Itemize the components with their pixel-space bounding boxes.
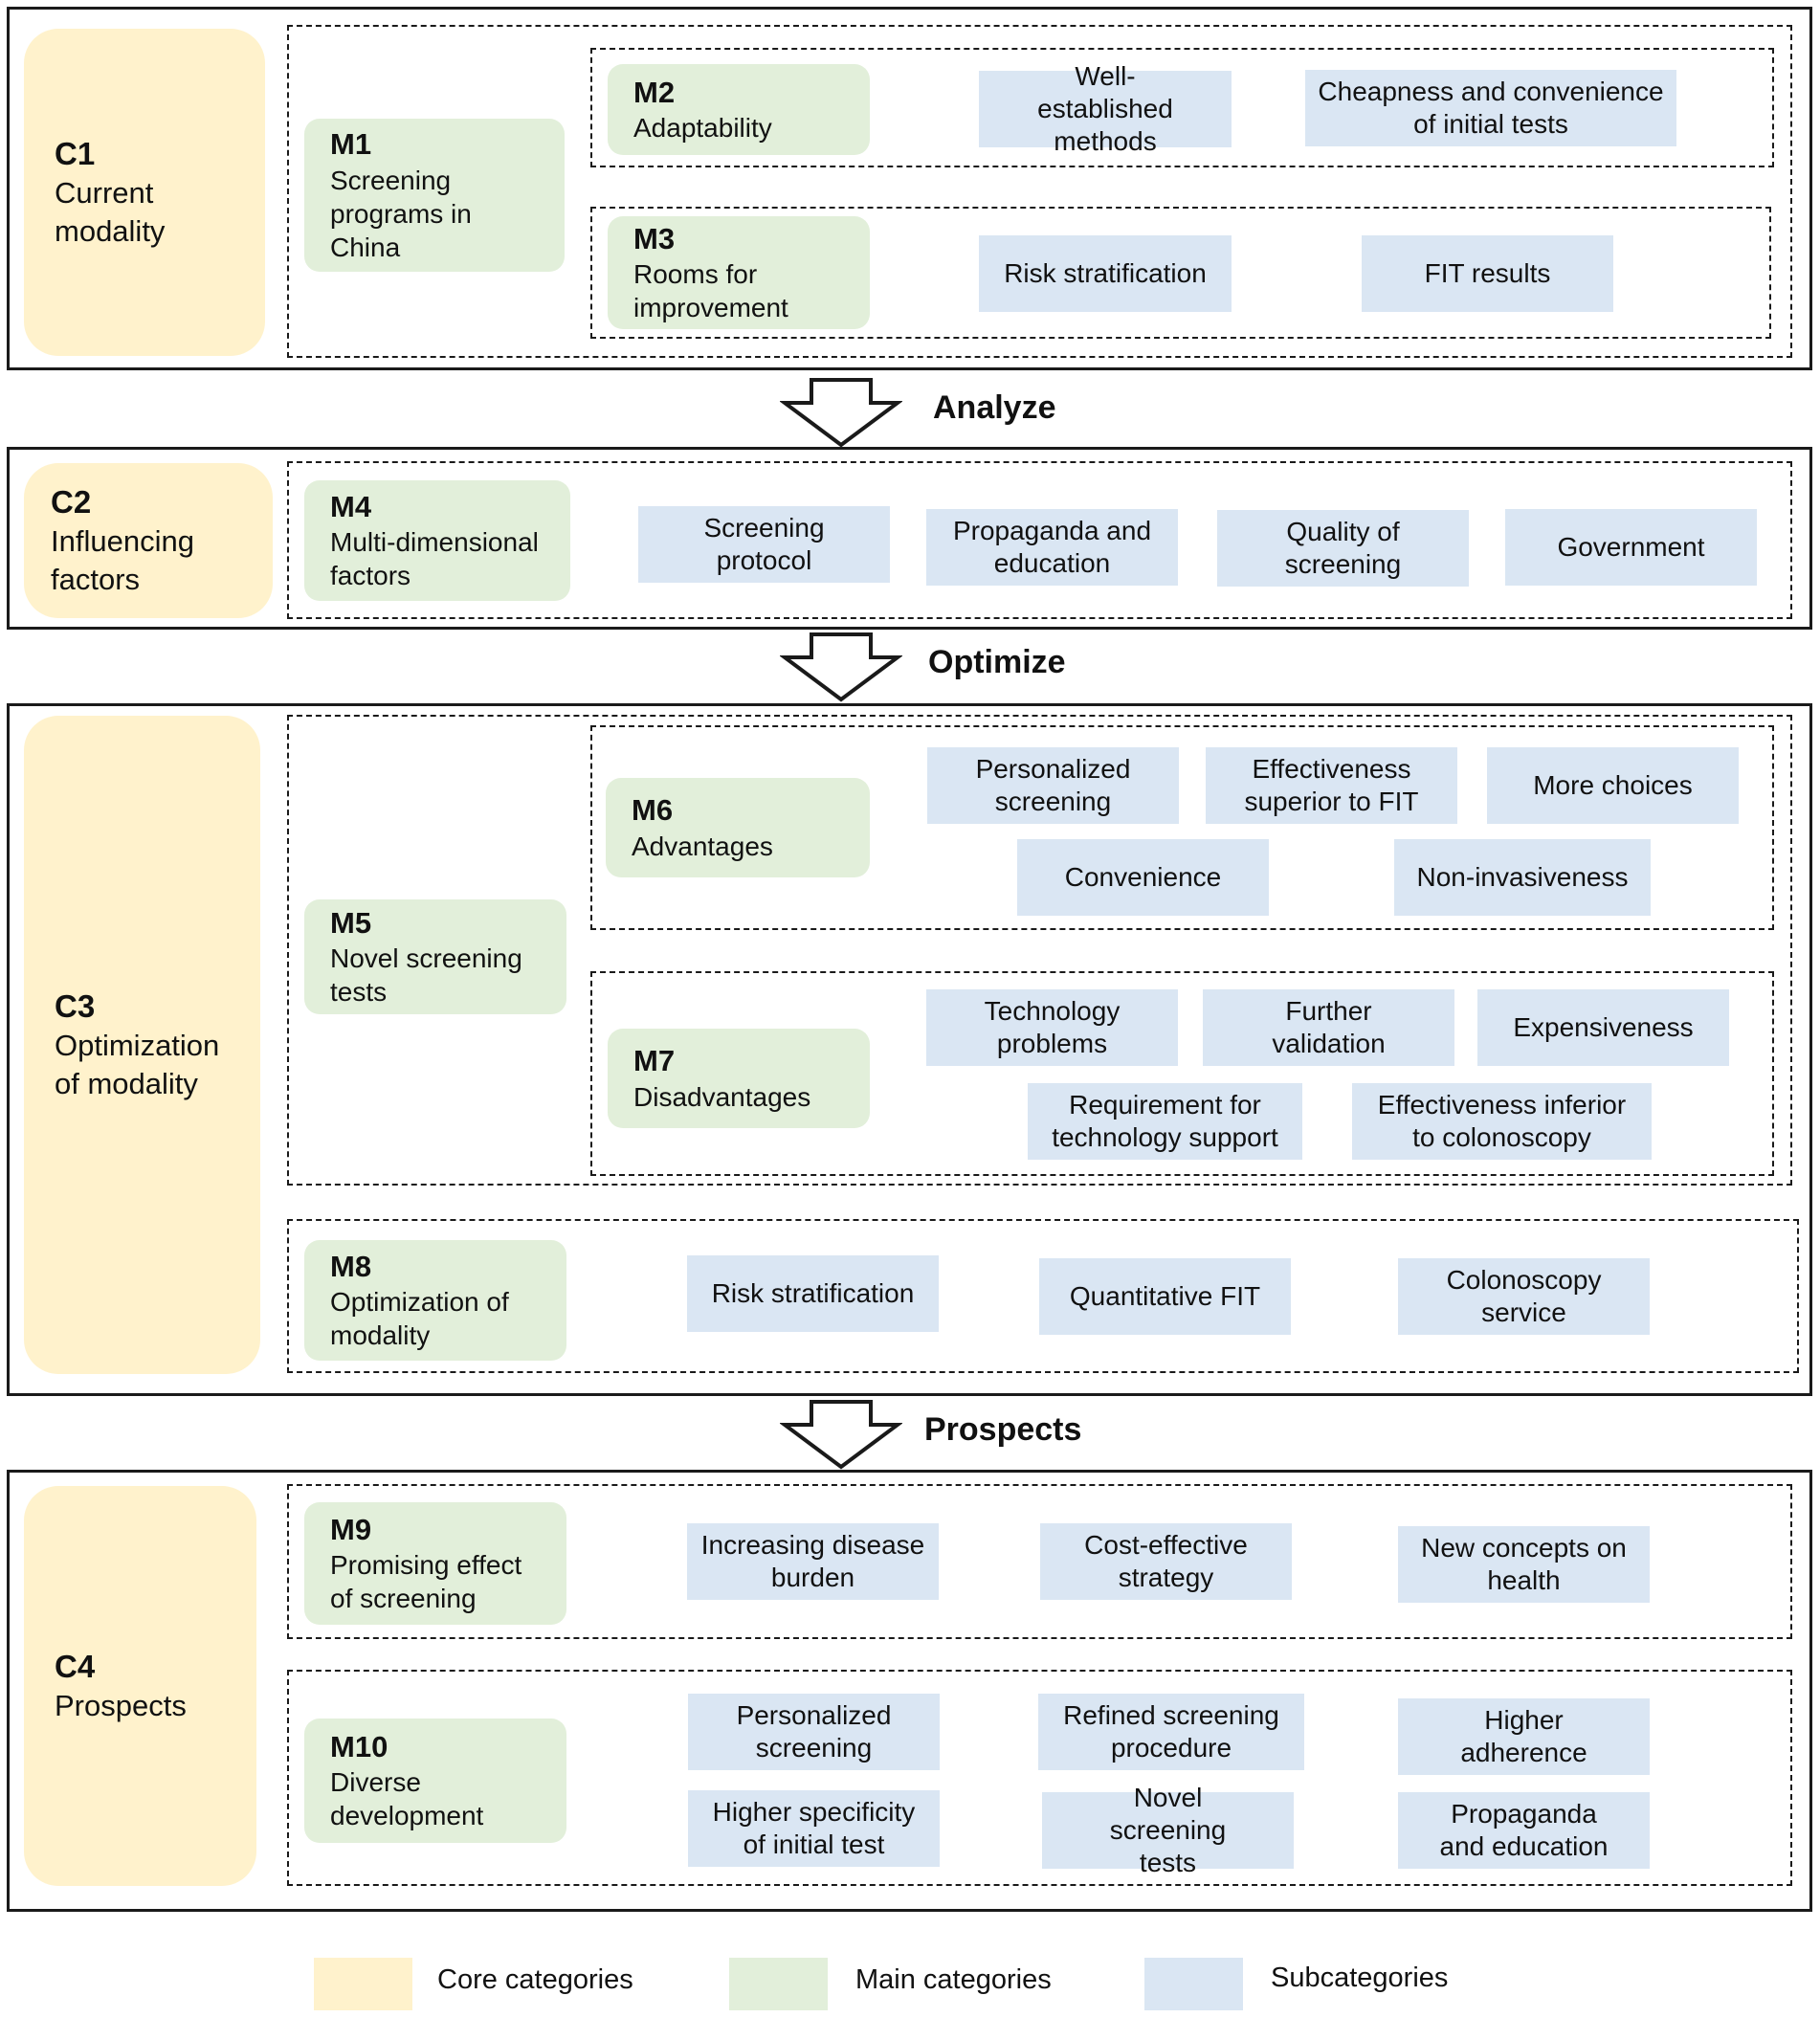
section-c3: [7, 703, 1812, 1396]
group-m1: [287, 25, 1792, 358]
down-arrow-icon: [780, 632, 902, 702]
group-m10: [287, 1670, 1792, 1886]
legend-swatch-main: [729, 1958, 828, 2010]
legend-label-main: Main categories: [855, 1964, 1052, 1995]
category-code: M1: [330, 127, 372, 162]
subcategory: Novel screening tests: [1042, 1783, 1294, 1877]
category-label: Advantages: [632, 831, 773, 861]
subcategory: Personalized screening: [927, 747, 1179, 824]
category-label: Influencing factors: [51, 524, 194, 597]
subcategory: Expensiveness: [1477, 989, 1729, 1066]
arrow-label-prospects: Prospects: [924, 1411, 1082, 1448]
legend-swatch-core: [314, 1958, 412, 2010]
category-code: M6: [632, 793, 674, 828]
main-category-m3: M3 Rooms for improvement: [608, 216, 870, 329]
category-label: Adaptability: [633, 113, 772, 144]
subcategory: Personalized screening: [688, 1694, 940, 1770]
subcategory: Refined screening procedure: [1038, 1694, 1304, 1770]
core-category-c3: C3 Optimization of modality: [24, 716, 260, 1374]
subcategory: Government: [1505, 509, 1757, 586]
subcategory: New concepts on health: [1398, 1526, 1650, 1603]
category-code: M5: [330, 905, 372, 940]
subcategory: Propaganda and education: [1398, 1792, 1650, 1869]
category-label: Multi-dimensional factors: [330, 527, 539, 591]
subcategory: Higher specificity of initial test: [688, 1790, 940, 1867]
category-code: M10: [330, 1729, 388, 1763]
subcategory: Cheapness and convenience of initial tes…: [1305, 70, 1676, 146]
subcategory: Propaganda and education: [926, 509, 1178, 586]
group-m5: [287, 715, 1792, 1186]
group-m4: [287, 461, 1792, 619]
group-m6: [590, 725, 1774, 930]
category-label: Optimization of modality: [55, 1029, 220, 1101]
subcategory: Further validation: [1203, 989, 1454, 1066]
category-label: Prospects: [55, 1689, 187, 1723]
main-category-m7: M7 Disadvantages: [608, 1029, 870, 1128]
subcategory: More choices: [1487, 747, 1739, 824]
subcategory: Risk stratification: [687, 1255, 939, 1332]
subcategory: Colonoscopy service: [1398, 1258, 1650, 1335]
main-category-m9: M9 Promising effect of screening: [304, 1502, 566, 1625]
subcategory: Technology problems: [926, 989, 1178, 1066]
core-category-c4: C4 Prospects: [24, 1486, 256, 1886]
category-label: Current modality: [55, 176, 166, 249]
down-arrow-icon: [780, 378, 902, 448]
arrow-label-analyze: Analyze: [933, 389, 1056, 426]
category-label: Diverse development: [330, 1767, 484, 1831]
subcategory: Requirement for technology support: [1028, 1083, 1302, 1160]
group-m7: [590, 971, 1774, 1176]
subcategory: Screening protocol: [638, 506, 890, 583]
category-label: Promising effect of screening: [330, 1550, 522, 1614]
category-label: Rooms for improvement: [633, 259, 788, 323]
section-c4: [7, 1470, 1812, 1912]
subcategory: Convenience: [1017, 839, 1269, 916]
section-c1: [7, 7, 1812, 370]
subcategory: Effectiveness superior to FIT: [1206, 747, 1457, 824]
main-category-m4: M4 Multi-dimensional factors: [304, 480, 570, 601]
subcategory: FIT results: [1362, 235, 1613, 312]
subcategory: Risk stratification: [979, 235, 1232, 312]
category-label: Optimization of modality: [330, 1287, 509, 1351]
category-label: Disadvantages: [633, 1081, 811, 1112]
group-m9: [287, 1484, 1792, 1639]
group-m8: [287, 1219, 1799, 1373]
section-c2: [7, 447, 1812, 630]
main-category-m8: M8 Optimization of modality: [304, 1240, 566, 1361]
group-m3: [590, 207, 1771, 339]
core-category-c2: C2 Influencing factors: [24, 463, 273, 618]
category-code: C4: [55, 1649, 96, 1685]
down-arrow-icon: [780, 1400, 902, 1470]
group-m2: [590, 48, 1774, 167]
subcategory: Non-invasiveness: [1394, 839, 1651, 916]
category-label: Novel screening tests: [330, 943, 522, 1008]
category-code: M4: [330, 489, 372, 523]
category-code: M2: [633, 75, 676, 109]
category-code: C3: [55, 988, 96, 1025]
subcategory: Quality of screening: [1217, 510, 1469, 587]
subcategory: Effectiveness inferior to colonoscopy: [1352, 1083, 1652, 1160]
legend-label-core: Core categories: [437, 1964, 633, 1995]
main-category-m10: M10 Diverse development: [304, 1719, 566, 1843]
legend-swatch-sub: [1144, 1958, 1243, 2010]
subcategory: Well-established methods: [979, 61, 1232, 156]
subcategory: Higher adherence: [1398, 1698, 1650, 1775]
subcategory: Increasing disease burden: [687, 1523, 939, 1600]
category-label: Screening programs in China: [330, 165, 472, 262]
legend-label-sub: Subcategories: [1271, 1963, 1449, 1993]
main-category-m5: M5 Novel screening tests: [304, 899, 566, 1014]
category-code: C1: [55, 136, 96, 172]
core-category-c1: C1 Current modality: [24, 29, 265, 356]
main-category-m6: M6 Advantages: [606, 778, 870, 877]
category-code: M9: [330, 1512, 372, 1546]
category-code: M8: [330, 1249, 372, 1283]
category-code: M7: [633, 1044, 676, 1078]
category-code: C2: [51, 484, 92, 521]
main-category-m2: M2 Adaptability: [608, 64, 870, 155]
subcategory: Quantitative FIT: [1039, 1258, 1291, 1335]
category-code: M3: [633, 221, 676, 255]
arrow-label-optimize: Optimize: [928, 644, 1066, 680]
main-category-m1: M1 Screening programs in China: [304, 119, 565, 272]
subcategory: Cost-effective strategy: [1040, 1523, 1292, 1600]
